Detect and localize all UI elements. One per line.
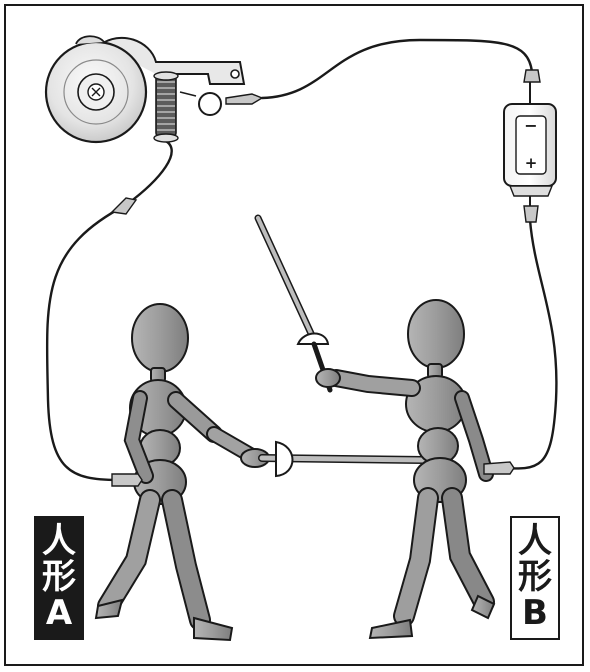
wire-battery-to-doll-b — [498, 218, 558, 470]
wire-bell-to-doll-a — [45, 138, 173, 482]
wire-clip-doll-a — [111, 473, 143, 487]
bell-bracket — [99, 36, 246, 85]
bell-apparatus — [44, 35, 264, 144]
circuit-wires — [45, 38, 558, 482]
wire-clip-left-upper — [110, 197, 138, 215]
doll-b-label-line2: 形 — [518, 557, 552, 598]
bell-contact-ring — [198, 92, 222, 116]
bell-coil — [153, 71, 179, 143]
sword-b-raised — [254, 214, 333, 393]
doll-b — [315, 299, 496, 640]
doll-a-label-line2: 形 — [42, 557, 76, 598]
doll-a-label-line1: 人 — [42, 521, 76, 562]
battery-holder: − + — [503, 69, 557, 223]
doll-a-label: 人 形 A — [34, 516, 84, 640]
doll-b-label-line3: B — [522, 592, 548, 633]
bell-wire-clip — [225, 93, 264, 105]
doll-a-label-line3: A — [45, 592, 73, 633]
doll-a — [94, 303, 270, 642]
battery-minus-sign: − — [524, 116, 537, 135]
sword-a-horizontal — [258, 440, 428, 478]
doll-b-label: 人 形 B — [510, 516, 560, 640]
wire-bell-to-battery — [260, 38, 534, 100]
wire-clip-doll-b — [483, 461, 515, 475]
battery-plus-sign: + — [525, 154, 538, 172]
doll-b-label-line1: 人 — [518, 521, 552, 562]
